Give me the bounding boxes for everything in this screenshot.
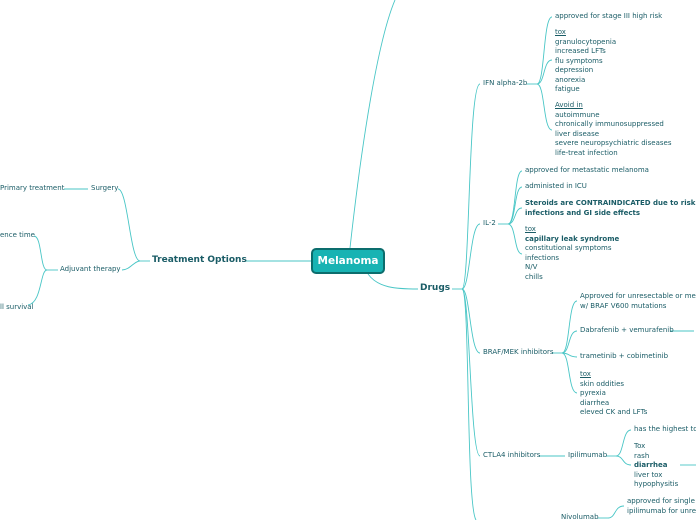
ifn-avoid-heading: Avoid in — [555, 101, 583, 109]
ifn-avoid-block[interactable]: Avoid in autoimmune chronically immunosu… — [555, 101, 671, 158]
node-braf-mek-inhibitors[interactable]: BRAF/MEK inhibitors — [483, 348, 554, 356]
braf-tox-item: eleved CK and LFTs — [580, 408, 648, 416]
ifn-avoid-item: chronically immunosuppressed — [555, 120, 664, 128]
ifn-tox-block[interactable]: tox granulocytopenia increased LFTs flu … — [555, 28, 616, 95]
il2-steroids-line: Steroids are CONTRAINDICATED due to risk… — [525, 199, 696, 207]
braf-tox-block[interactable]: tox skin oddities pyrexia diarrhea eleve… — [580, 370, 647, 418]
line-left-cut-1 — [33, 235, 48, 271]
il2-tox-item: N/V — [525, 263, 538, 271]
braf-tox-heading: tox — [580, 370, 591, 378]
ifn-tox-item: flu symptoms — [555, 56, 603, 65]
braf-tox-item: diarrhea — [580, 398, 610, 407]
node-left-cut-2[interactable]: ll survival — [0, 303, 34, 311]
line-braf — [461, 288, 481, 354]
ctla4-highest-tox[interactable]: has the highest tox — [634, 425, 696, 433]
node-primary-treatment[interactable]: Primary treatment — [0, 184, 65, 192]
line-surgery — [117, 188, 141, 262]
ifn-tox-heading: tox — [555, 28, 566, 36]
node-drugs[interactable]: Drugs — [420, 283, 451, 293]
ctla4-tox-heading: Tox — [634, 442, 646, 450]
pd1-approved-line: approved for single a — [627, 497, 696, 505]
braf-approved-line: w/ BRAF V600 mutations — [580, 301, 667, 310]
ifn-avoid-item: life-treat infection — [555, 148, 618, 157]
ctla4-tox-item: rash — [634, 451, 650, 460]
il2-tox-item: infections — [525, 253, 560, 262]
il2-tox-item: chills — [525, 272, 543, 281]
ifn-tox-item: anorexia — [555, 75, 586, 84]
node-ipilimumab[interactable]: Ipilimumab — [568, 451, 608, 459]
node-treatment-options[interactable]: Treatment Options — [152, 255, 247, 265]
ifn-tox-item: fatigue — [555, 85, 580, 93]
line-il2 — [461, 223, 481, 290]
node-surgery[interactable]: Surgery — [91, 184, 119, 192]
ifn-avoid-item: autoimmune — [555, 110, 600, 119]
il2-icu[interactable]: administed in ICU — [525, 182, 587, 190]
braf-approved-line: Approved for unresectable or meta — [580, 292, 696, 300]
node-adjuvant-therapy[interactable]: Adjuvant therapy — [60, 265, 121, 273]
il2-steroids[interactable]: Steroids are CONTRAINDICATED due to risk… — [525, 199, 696, 218]
braf-tox-item: pyrexia — [580, 389, 606, 397]
line-top-branch — [349, 0, 396, 249]
ctla4-tox-item: liver tox — [634, 470, 663, 479]
braf-dabrafenib[interactable]: Dabrafenib + vemurafenib — [580, 326, 674, 334]
braf-tox-item: skin oddities — [580, 379, 625, 388]
line-drugs — [367, 273, 419, 290]
ctla4-tox-item: hypophysitis — [634, 480, 679, 488]
ifn-tox-item: granulocytopenia — [555, 37, 617, 46]
ifn-avoid-item: liver disease — [555, 129, 600, 138]
il2-steroids-line: infections and GI side effects — [525, 208, 640, 217]
node-il-2[interactable]: IL-2 — [483, 219, 496, 227]
ctla4-tox-item: diarrhea — [634, 461, 668, 469]
pd1-approved[interactable]: approved for single a ipilimumab for unr… — [627, 497, 696, 516]
il2-tox-item: constitutional symptoms — [525, 244, 612, 252]
il2-tox-heading: tox — [525, 225, 536, 233]
pd1-approved-line: ipilimumab for unres — [627, 506, 696, 515]
center-node-melanoma[interactable]: Melanoma — [311, 248, 385, 274]
line-adjuvant — [121, 260, 141, 271]
il2-approved[interactable]: approved for metastatic melanoma — [525, 166, 649, 174]
il2-tox-block[interactable]: tox capillary leak syndrome constitution… — [525, 225, 619, 282]
node-left-cut-1[interactable]: ence time — [0, 231, 35, 239]
braf-approved[interactable]: Approved for unresectable or meta w/ BRA… — [580, 292, 696, 311]
ifn-tox-item: depression — [555, 66, 594, 74]
line-ifn — [461, 83, 481, 290]
line-left-cut-2 — [27, 269, 48, 306]
ctla4-tox-block[interactable]: Tox rash diarrhea liver tox hypophysitis — [634, 442, 678, 490]
line-pd1 — [461, 288, 477, 520]
ifn-avoid-item: severe neuropsychiatric diseases — [555, 139, 672, 147]
node-nivolumab[interactable]: Nivolumab — [561, 513, 599, 521]
il2-tox-item: capillary leak syndrome — [525, 234, 620, 243]
braf-trametinib[interactable]: trametinib + cobimetinib — [580, 352, 669, 360]
line-ctla4 — [461, 288, 481, 457]
node-ifn-alpha-2b[interactable]: IFN alpha-2b — [483, 79, 528, 87]
node-ctla4-inhibitors[interactable]: CTLA4 inhibitors — [483, 451, 541, 459]
ifn-approved[interactable]: approved for stage III high risk — [555, 12, 663, 20]
ifn-tox-item: increased LFTs — [555, 47, 606, 55]
